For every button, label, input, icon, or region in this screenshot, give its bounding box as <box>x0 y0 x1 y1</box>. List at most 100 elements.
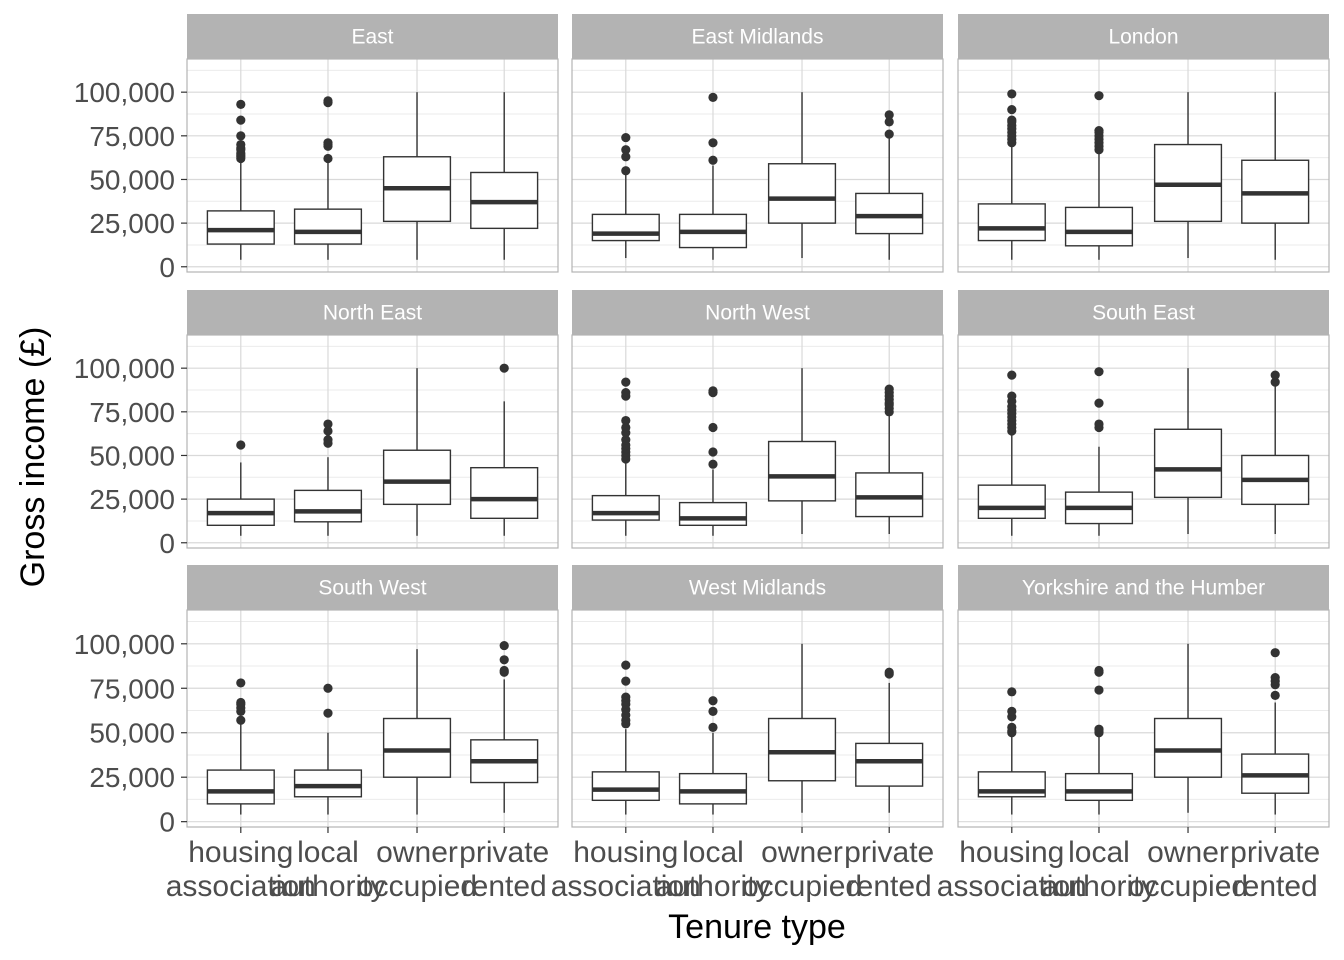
outlier-point <box>1007 706 1017 716</box>
box <box>855 667 924 813</box>
box-iqr <box>1153 428 1223 499</box>
y-tick-label: 100,000 <box>74 353 175 384</box>
outlier-point <box>236 715 246 725</box>
outlier-point <box>236 440 246 450</box>
box <box>1064 665 1134 815</box>
box-iqr <box>678 501 748 527</box>
box-iqr <box>470 466 539 520</box>
box-iqr <box>206 769 275 805</box>
outlier-point <box>621 388 631 398</box>
outlier-point <box>708 386 718 396</box>
outlier-point <box>621 145 631 155</box>
facet-panel: South West025,00050,00075,000100,000hous… <box>74 565 559 903</box>
facet-strip <box>572 14 943 59</box>
box-iqr <box>206 210 275 245</box>
outlier-point <box>1094 398 1104 408</box>
y-tick-label: 75,000 <box>89 673 175 704</box>
x-tick-label: authority <box>1041 870 1156 903</box>
outlier-point <box>323 96 333 106</box>
box-iqr <box>293 489 363 523</box>
facet-panel: Yorkshire and the Humberhousingassociati… <box>937 565 1330 903</box>
box-iqr <box>678 772 748 805</box>
box <box>206 678 275 815</box>
outlier-point <box>1094 91 1104 101</box>
facet-strip <box>572 565 943 610</box>
box <box>767 643 837 813</box>
outlier-point <box>1270 648 1280 658</box>
box <box>977 370 1046 536</box>
box <box>855 110 924 260</box>
facet-title: East <box>351 26 393 49</box>
outlier-point <box>621 676 631 686</box>
outlier-point <box>499 363 509 373</box>
y-tick-label: 75,000 <box>89 397 175 428</box>
outlier-point <box>708 459 718 469</box>
facet-panel: West Midlandshousingassociationlocalauth… <box>551 565 944 903</box>
outlier-point <box>884 384 894 394</box>
y-tick-label: 0 <box>159 807 175 838</box>
y-tick-label: 50,000 <box>89 164 175 195</box>
x-tick-label: association <box>937 870 1087 903</box>
outlier-point <box>884 117 894 127</box>
outlier-point <box>1270 370 1280 380</box>
box <box>1064 91 1134 260</box>
outlier-point <box>884 129 894 139</box>
facet-strip <box>958 290 1329 335</box>
outlier-point <box>884 667 894 677</box>
y-tick-label: 0 <box>159 252 175 283</box>
box <box>767 92 837 259</box>
outlier-point <box>499 655 509 665</box>
box-iqr <box>767 440 837 502</box>
x-tick-label: housing <box>573 836 678 869</box>
box-iqr <box>591 494 660 521</box>
outlier-point <box>708 447 718 457</box>
outlier-point <box>708 722 718 732</box>
box <box>1241 370 1310 535</box>
box-iqr <box>1153 717 1223 778</box>
outlier-point <box>1007 115 1017 125</box>
outlier-point <box>708 155 718 165</box>
x-tick-label: occupied <box>1128 870 1248 903</box>
x-tick-label: rented <box>1233 870 1318 903</box>
outlier-point <box>708 92 718 103</box>
box <box>678 386 748 536</box>
outlier-point <box>1007 722 1017 732</box>
box-iqr <box>977 484 1046 520</box>
outlier-point <box>236 131 246 141</box>
facet-strip <box>572 290 943 335</box>
x-tick-label: occupied <box>742 870 862 903</box>
outlier-point <box>1094 685 1104 695</box>
y-tick-label: 100,000 <box>74 629 175 660</box>
y-tick-label: 50,000 <box>89 440 175 471</box>
facet-panel: East Midlands <box>571 14 944 273</box>
x-tick-label: private <box>844 836 934 869</box>
outlier-point <box>621 660 631 670</box>
facet-title: North East <box>323 302 422 325</box>
box <box>382 649 452 815</box>
box <box>470 92 539 260</box>
outlier-point <box>621 132 631 143</box>
box <box>591 377 660 536</box>
outlier-point <box>1007 89 1017 99</box>
facet-strip <box>187 14 558 59</box>
outlier-point <box>708 696 718 706</box>
outlier-point <box>1094 665 1104 676</box>
outlier-point <box>1094 724 1104 734</box>
outlier-point <box>621 422 631 433</box>
outlier-point <box>1270 672 1280 683</box>
facet-panel: South East <box>957 290 1330 549</box>
outlier-point <box>323 419 333 429</box>
outlier-point <box>1007 391 1017 401</box>
outlier-point <box>621 692 631 702</box>
box <box>1153 643 1223 813</box>
box <box>591 660 660 815</box>
box-iqr <box>977 203 1046 242</box>
box <box>470 363 539 536</box>
outlier-point <box>1007 687 1017 697</box>
outlier-point <box>621 377 631 387</box>
x-tick-label: authority <box>270 870 385 903</box>
outlier-point <box>1094 367 1104 377</box>
outlier-point <box>236 697 246 708</box>
box <box>767 368 837 535</box>
